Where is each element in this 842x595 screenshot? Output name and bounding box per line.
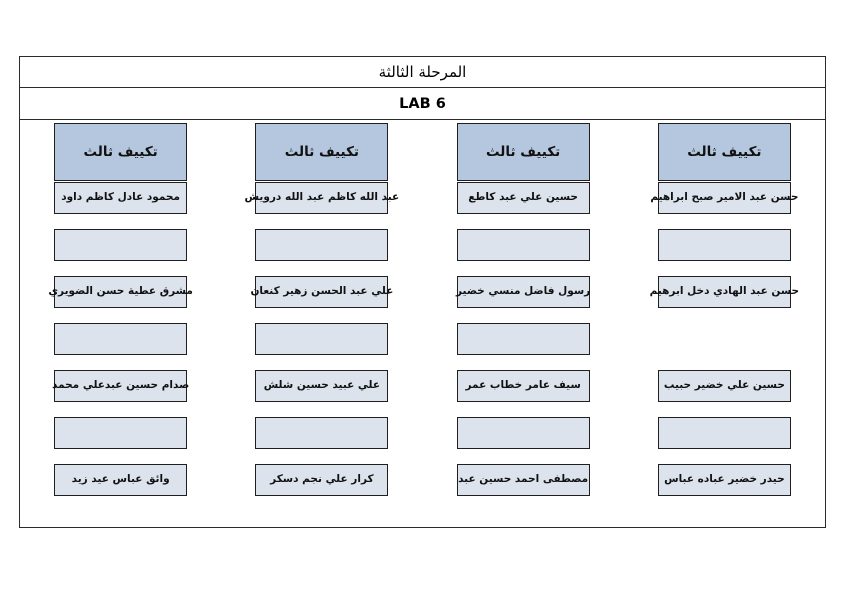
cell-slot: مصطفى احمد حسين عبد: [456, 464, 590, 511]
cell-slot: حسين علي خضير حبيب: [657, 370, 791, 417]
empty-name-cell: [658, 323, 791, 355]
empty-name-cell: [54, 323, 188, 355]
empty-name-cell: [657, 417, 791, 449]
empty-name-cell: [657, 229, 791, 261]
cell-slot: مشرق عطية حسن الضويري: [48, 276, 193, 323]
student-name-cell: علي عبد الحسن زهير كنعان: [250, 276, 393, 308]
cell-slot: [456, 323, 590, 370]
cell-slot: حسن عبد الامير صبح ابراهيم: [650, 182, 798, 229]
student-name-cell: حسين علي عبد كاطع: [456, 182, 590, 214]
cell-slot: حسين علي عبد كاطع: [456, 182, 590, 229]
cell-slot: [456, 417, 590, 464]
lab-title: LAB 6: [399, 95, 446, 112]
student-name-cell: حسن عبد الهادي دخل ابرهيم: [650, 276, 799, 308]
stage-title-row: المرحلة الثالثة: [20, 57, 825, 88]
cell-slot: [54, 417, 188, 464]
cell-slot: سيف عامر خطاب عمر: [456, 370, 590, 417]
cell-slot: رسول فاضل منسي خضير: [456, 276, 590, 323]
cell-slot: [54, 323, 188, 370]
student-name-cell: حسن عبد الامير صبح ابراهيم: [650, 182, 798, 214]
cell-slot: صدام حسين عبدعلي محمد: [52, 370, 189, 417]
cell-slot: علي عبيد حسين شلش: [255, 370, 389, 417]
empty-name-cell: [54, 229, 188, 261]
column-header: تكييف ثالث: [456, 123, 590, 181]
cell-slot: [658, 323, 791, 370]
stage-title: المرحلة الثالثة: [378, 63, 467, 81]
empty-name-cell: [255, 323, 389, 355]
empty-name-cell: [255, 229, 389, 261]
cell-slot: عبد الله كاظم عبد الله درويش: [245, 182, 399, 229]
student-name-cell: علي عبيد حسين شلش: [255, 370, 389, 402]
cell-slot: [255, 323, 389, 370]
student-name-cell: رسول فاضل منسي خضير: [456, 276, 590, 308]
column-header: تكييف ثالث: [255, 123, 389, 181]
cell-slot: [54, 229, 188, 276]
cell-slot: [255, 417, 389, 464]
empty-name-cell: [255, 417, 389, 449]
cell-slot: [657, 229, 791, 276]
student-name-cell: حيدر خضير عباده عباس: [657, 464, 791, 496]
student-name-cell: صدام حسين عبدعلي محمد: [52, 370, 189, 402]
cell-slot: حسن عبد الهادي دخل ابرهيم: [650, 276, 799, 323]
student-name-cell: مشرق عطية حسن الضويري: [48, 276, 193, 308]
student-name-cell: وائق عباس عيد زيد: [54, 464, 188, 496]
empty-name-cell: [456, 229, 590, 261]
empty-name-cell: [54, 417, 188, 449]
cell-slot: [657, 417, 791, 464]
student-name-cell: سيف عامر خطاب عمر: [456, 370, 590, 402]
cell-slot: [255, 229, 389, 276]
student-name-cell: محمود عادل كاظم داود: [54, 182, 188, 214]
cell-slot: كرار علي نجم دسكر: [255, 464, 389, 511]
lab-title-row: LAB 6: [20, 88, 825, 120]
empty-name-cell: [456, 417, 590, 449]
student-name-cell: كرار علي نجم دسكر: [255, 464, 389, 496]
student-name-cell: حسين علي خضير حبيب: [657, 370, 791, 402]
cell-slot: محمود عادل كاظم داود: [54, 182, 188, 229]
student-name-cell: عبد الله كاظم عبد الله درويش: [245, 182, 399, 214]
cell-slot: حيدر خضير عباده عباس: [657, 464, 791, 511]
cell-slot: [456, 229, 590, 276]
student-name-cell: مصطفى احمد حسين عبد: [456, 464, 590, 496]
column-header: تكييف ثالث: [54, 123, 188, 181]
cell-slot: علي عبد الحسن زهير كنعان: [250, 276, 393, 323]
empty-name-cell: [456, 323, 590, 355]
column-header: تكييف ثالث: [657, 123, 791, 181]
cell-slot: وائق عباس عيد زيد: [54, 464, 188, 511]
